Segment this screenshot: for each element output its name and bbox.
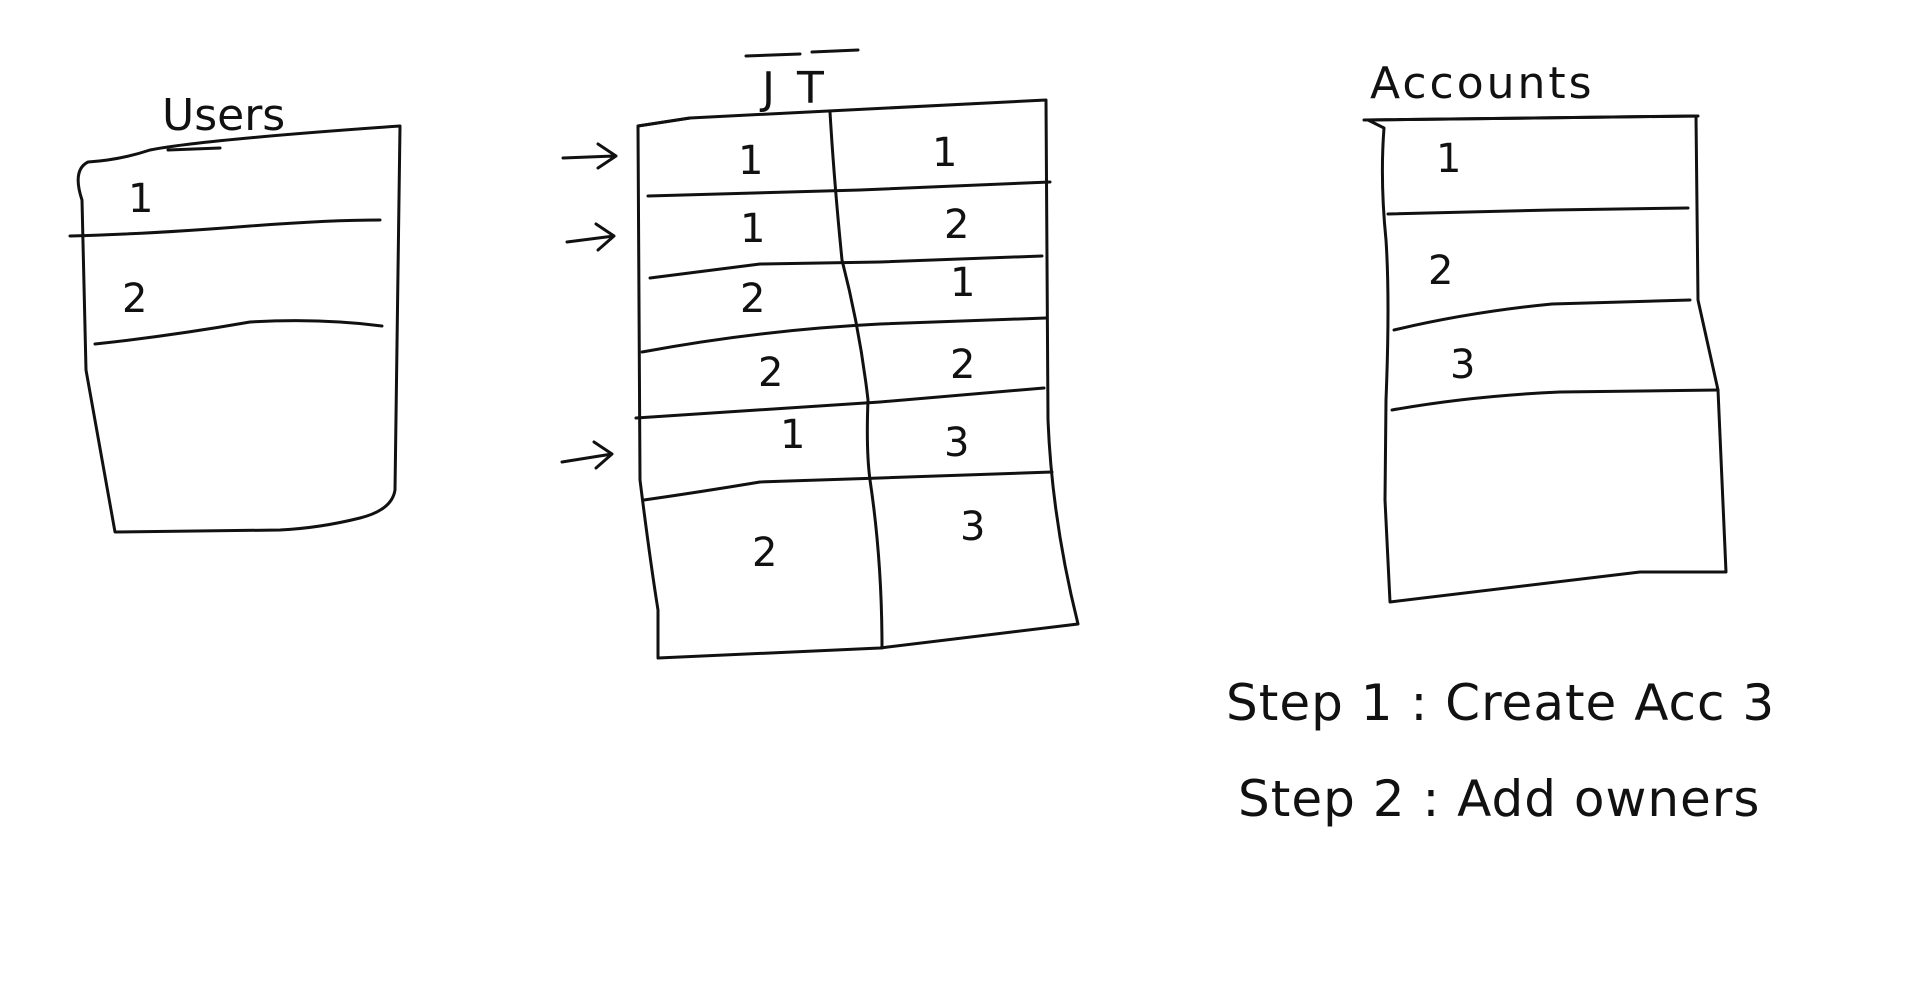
jt-title-overbar-t	[810, 48, 860, 54]
arrow-icon	[560, 440, 614, 470]
jt-arrow-row-2	[565, 222, 616, 252]
step-2-text: Step 2 : Add owners	[1238, 770, 1760, 828]
users-title-underline	[166, 146, 222, 152]
jt-row-divider-2	[648, 254, 1044, 280]
users-row-divider-1	[68, 218, 382, 238]
jt-row-6-account: 3	[960, 504, 985, 550]
jt-row-divider-1	[646, 180, 1052, 198]
users-table-outline	[76, 124, 402, 534]
jt-row-3-user: 2	[740, 276, 765, 322]
accounts-row-divider-2	[1392, 298, 1692, 332]
jt-row-4-account: 2	[950, 342, 975, 388]
users-table: Users 1 2	[68, 90, 402, 534]
jt-row-5-account: 3	[944, 420, 969, 466]
accounts-table-outline	[1366, 114, 1728, 604]
steps-notes: Step 1 : Create Acc 3 Step 2 : Add owner…	[1226, 674, 1775, 828]
jt-row-divider-5	[642, 470, 1054, 502]
users-row-divider-2	[93, 319, 384, 346]
jt-table-top-line	[636, 116, 692, 128]
jt-title: JT	[759, 63, 846, 114]
accounts-row-2-id: 2	[1428, 248, 1453, 294]
jt-row-6-user: 2	[752, 530, 777, 576]
jt-row-4-user: 2	[758, 350, 783, 396]
jt-table-outline	[636, 98, 1080, 660]
jt-title-overbar-j	[744, 52, 802, 58]
jt-row-divider-3	[640, 316, 1048, 354]
jt-row-divider-4	[634, 386, 1046, 420]
accounts-row-divider-3	[1390, 388, 1720, 412]
arrow-icon	[565, 222, 616, 252]
step-1-text: Step 1 : Create Acc 3	[1226, 674, 1775, 732]
users-row-1-id: 1	[128, 176, 153, 222]
accounts-row-divider-1	[1386, 206, 1690, 216]
jt-row-1-user: 1	[738, 138, 763, 184]
jt-row-2-user: 1	[740, 206, 765, 252]
arrow-icon	[561, 142, 618, 170]
accounts-header-line	[1362, 114, 1700, 122]
jt-column-divider	[828, 110, 884, 650]
jt-row-2-account: 2	[944, 202, 969, 248]
accounts-table: Accounts 1 2 3	[1362, 58, 1728, 604]
jt-arrow-row-1	[561, 142, 618, 170]
users-row-2-id: 2	[122, 276, 147, 322]
jt-table: JT 1 1 2 2 1 2 1 2 1 2 3 3	[560, 48, 1080, 660]
jt-row-3-account: 1	[950, 260, 975, 306]
accounts-row-1-id: 1	[1436, 136, 1461, 182]
jt-arrow-row-5	[560, 440, 614, 470]
users-title: Users	[162, 90, 285, 141]
jt-row-1-account: 1	[932, 130, 957, 176]
accounts-title: Accounts	[1370, 58, 1595, 109]
jt-row-5-user: 1	[780, 412, 805, 458]
accounts-row-3-id: 3	[1450, 342, 1475, 388]
